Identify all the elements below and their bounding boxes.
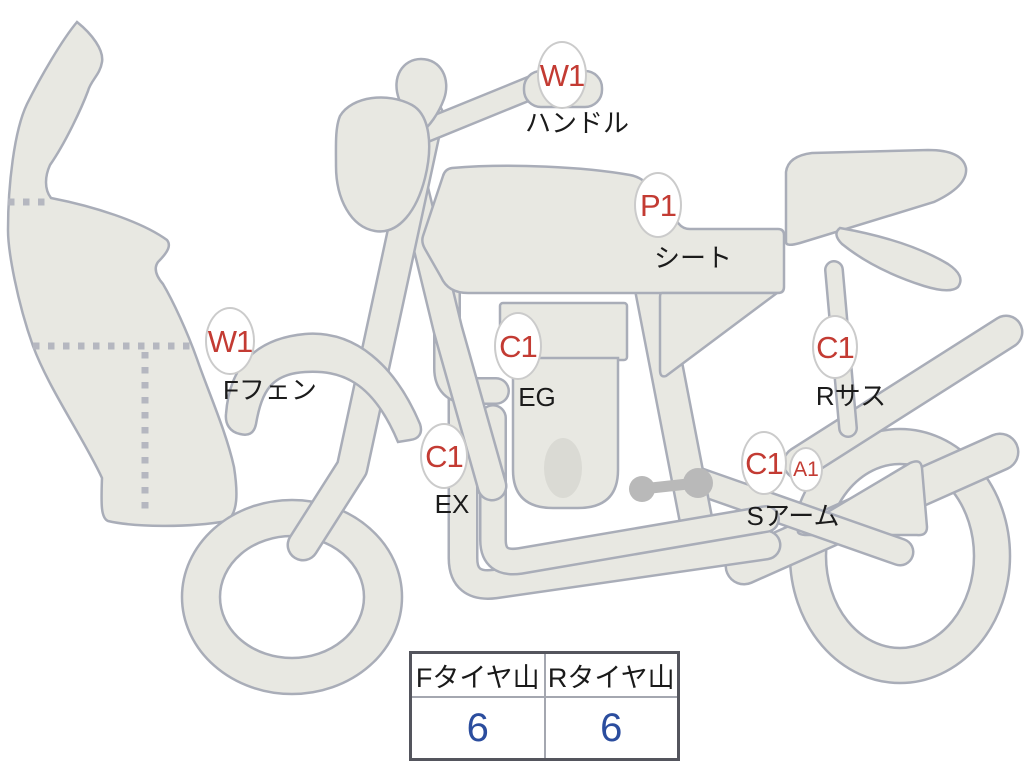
marker-code: W1 [207, 323, 253, 359]
rear-stay [782, 314, 1024, 481]
side-cover [658, 291, 781, 378]
marker-code: C1 [745, 445, 784, 481]
marker-engine: C1 [494, 312, 542, 380]
front-tire-tread-header: Fタイヤ山 [409, 651, 546, 698]
front-fender-part [224, 332, 423, 444]
marker-seat: P1 [634, 172, 682, 238]
marker-handlebar: W1 [537, 41, 587, 109]
label-exhaust: EX [434, 489, 470, 519]
marker-code: A1 [793, 458, 819, 481]
marker-rear-suspension: C1 [812, 315, 858, 379]
marker-front-fender: W1 [205, 307, 255, 375]
marker-swingarm-extra: A1 [789, 447, 823, 492]
headlight [334, 96, 431, 233]
rear-tire-tread-header: Rタイヤ山 [543, 651, 680, 698]
rear-fender [835, 226, 962, 292]
front-wheel [180, 498, 404, 696]
marker-code: C1 [816, 329, 855, 365]
marker-code: C1 [499, 328, 538, 364]
label-rear-suspension: Rサス [815, 381, 887, 411]
marker-exhaust: C1 [420, 423, 468, 489]
label-swingarm: Sアーム [746, 501, 840, 531]
tail-cowl [784, 148, 968, 246]
front-cowl [6, 20, 238, 528]
marker-code: W1 [539, 57, 585, 93]
marker-code: C1 [425, 438, 464, 474]
marker-code: P1 [640, 187, 677, 223]
kick-lever [629, 468, 713, 502]
tire-tread-table: Fタイヤ山 Rタイヤ山 6 6 [409, 651, 680, 761]
rear-tire-tread-value: 6 [543, 696, 680, 761]
front-fork [286, 99, 445, 562]
front-tire-tread-value: 6 [409, 696, 546, 761]
marker-swingarm: C1 [741, 431, 787, 495]
label-handlebar: ハンドル [524, 108, 630, 138]
exhaust-pipe-inner [479, 404, 780, 576]
label-seat: シート [653, 243, 733, 273]
exhaust-pipe-outer [447, 384, 782, 600]
label-engine: EG [518, 382, 556, 412]
label-front-fender: Fフェン [223, 375, 317, 405]
swingarm [680, 465, 915, 567]
fuel-tank-and-seat-base [421, 164, 786, 295]
